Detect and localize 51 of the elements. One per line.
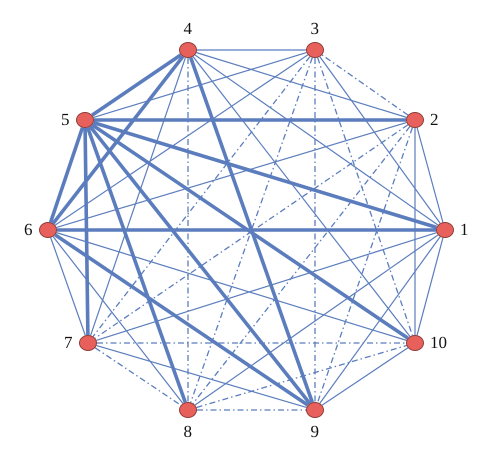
graph-edge	[314, 58, 316, 402]
graph-edge	[416, 128, 444, 222]
graph-edge	[86, 127, 187, 403]
graph-edge	[94, 347, 182, 406]
graph-edge	[322, 347, 408, 406]
graph-edge	[317, 57, 413, 336]
graph-edge	[88, 125, 312, 405]
graph-edge	[83, 128, 90, 336]
graph-edge	[194, 234, 438, 406]
graph-edge	[92, 120, 438, 230]
graph-edge	[56, 122, 407, 228]
graph-edge	[54, 54, 308, 226]
graph-edge	[317, 127, 413, 403]
graph-edge	[414, 128, 416, 335]
node-number: 7	[64, 334, 72, 352]
graph-edge	[54, 233, 309, 407]
node-number: 3	[310, 20, 319, 38]
graph-edge	[50, 237, 86, 336]
graph-edge	[57, 228, 436, 232]
node-number: 2	[430, 111, 438, 129]
graph-edge	[52, 55, 184, 225]
graph-edge	[97, 342, 406, 344]
graph-edge	[197, 49, 306, 51]
node-number: 9	[310, 423, 319, 441]
graph-edge	[192, 126, 410, 404]
graph-edge	[96, 344, 307, 408]
graph-edge	[196, 344, 407, 408]
graph-edge	[322, 54, 408, 116]
graph-edge	[93, 52, 307, 118]
graph-edge	[194, 54, 438, 226]
node-number: 1	[460, 221, 468, 239]
node-number: 10	[430, 334, 447, 352]
graph-edge	[91, 53, 182, 117]
graph-edge	[94, 118, 406, 122]
graph-edge	[52, 236, 184, 404]
graph-edge	[197, 409, 306, 411]
node-number: 6	[24, 221, 32, 239]
node-number: 4	[184, 20, 192, 38]
graph-edge	[56, 232, 407, 341]
graph-edge	[319, 236, 441, 404]
graph-edge	[416, 238, 444, 336]
node-number: 5	[61, 111, 70, 129]
graph-edge	[196, 52, 407, 118]
node-number: 8	[184, 423, 192, 441]
graph-edge	[319, 56, 441, 224]
graph-edge	[90, 57, 186, 336]
graph-edge	[187, 58, 189, 402]
graph-edge	[192, 56, 410, 337]
graph-edge	[48, 127, 84, 223]
graph-edge	[92, 56, 310, 337]
graph-edge	[96, 232, 437, 341]
